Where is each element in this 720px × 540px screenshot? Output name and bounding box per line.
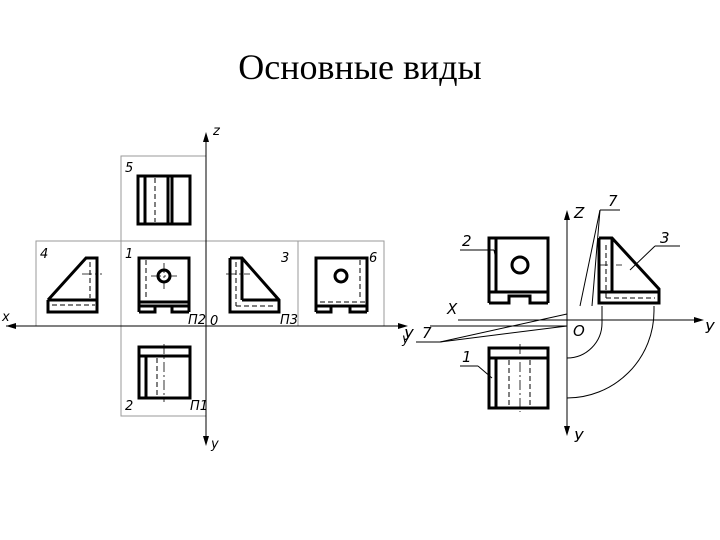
axis-y-bottom-arrow <box>203 436 209 446</box>
view-number-3: 3 <box>281 251 289 266</box>
axis-y-right-arrow <box>398 323 408 329</box>
callout-7-left: 7 <box>422 324 432 342</box>
r-axis-y-left-label: У <box>404 326 414 344</box>
r-axis-x-label: X <box>446 300 458 318</box>
origin-label: 0 <box>210 314 218 329</box>
r-axis-z-label: Z <box>573 204 585 222</box>
leader-7-top-b <box>591 209 601 307</box>
frame-view-5 <box>120 155 207 242</box>
r-front-view <box>487 236 550 305</box>
view-4-drawing <box>46 256 102 314</box>
callout-2: 2 <box>462 232 472 250</box>
axis-z-label: z <box>212 124 221 139</box>
view-number-6: 6 <box>369 251 377 266</box>
view-number-4: 4 <box>40 247 48 262</box>
right-diagram: Z X У У У О <box>404 192 715 446</box>
r-axis-y-bottom-arrow <box>564 426 570 436</box>
axis-x-arrow <box>6 323 16 329</box>
view-6-drawing <box>314 256 369 314</box>
view-3-drawing <box>226 256 281 314</box>
r-outer-arc <box>566 310 655 399</box>
axis-y-bottom-label: y <box>210 437 219 452</box>
leader-2-tip <box>493 249 498 265</box>
plane-label-p3: П3 <box>280 313 298 328</box>
r-inner-arc <box>566 322 603 359</box>
slide-title: Основные виды <box>238 47 482 87</box>
leader-7-left-a <box>439 313 568 343</box>
view-number-2: 2 <box>125 399 133 414</box>
view-2-drawing <box>137 344 192 402</box>
r-axis-z-arrow <box>564 210 570 220</box>
view-number-5: 5 <box>125 161 133 176</box>
leader-7-top-a <box>579 209 601 307</box>
callout-3: 3 <box>660 229 670 247</box>
view-1-drawing <box>137 256 191 314</box>
view-5-drawing <box>136 174 192 226</box>
plane-label-p1: П1 <box>190 399 208 414</box>
leader-7-left-b <box>439 325 568 343</box>
view-number-1: 1 <box>125 247 133 262</box>
left-diagram: z x y y 0 1 2 3 4 5 6 П2 П3 П1 <box>1 124 410 452</box>
axis-x-label: x <box>1 310 10 325</box>
callout-7-top: 7 <box>608 192 618 210</box>
leader-3-tip <box>629 245 656 271</box>
r-side-view <box>597 236 661 305</box>
axis-z-arrow <box>203 132 209 142</box>
r-origin-label: О <box>573 322 585 340</box>
r-axis-y-right-label: У <box>705 319 715 337</box>
plane-label-p2: П2 <box>188 313 206 328</box>
r-axis-y-bottom-label: У <box>574 428 584 446</box>
callout-1: 1 <box>462 348 472 366</box>
r-axis-y-right-arrow <box>694 317 704 323</box>
axis-y-right-label: y <box>401 332 410 347</box>
leader-1-tip <box>477 365 493 379</box>
r-top-view <box>487 344 550 412</box>
